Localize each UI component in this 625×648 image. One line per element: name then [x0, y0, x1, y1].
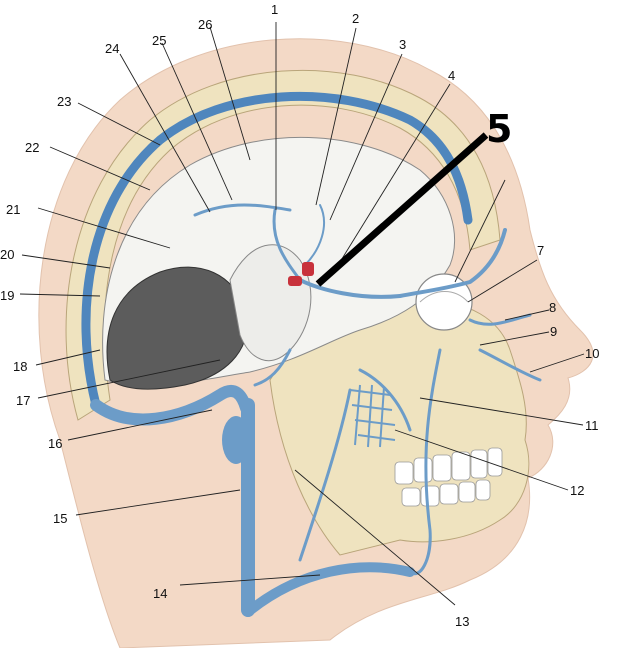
cavernous-connection: [298, 278, 402, 299]
label-17: 17: [16, 393, 30, 408]
label-8: 8: [549, 300, 556, 315]
label-2: 2: [352, 11, 359, 26]
ophthalmic-vein: [398, 228, 507, 298]
label-24: 24: [105, 41, 119, 56]
label-13: 13: [455, 614, 469, 629]
dura-band: [81, 91, 473, 410]
eyeball: [415, 273, 473, 331]
label-1: 1: [271, 2, 278, 17]
label-4: 4: [448, 68, 455, 83]
retromandibular-vein: [298, 388, 352, 562]
label-11: 11: [585, 418, 599, 433]
upper-teeth: [394, 447, 503, 485]
label-25: 25: [152, 33, 166, 48]
external-jugular-vein: [243, 562, 415, 617]
sigmoid-sinus: [90, 385, 252, 426]
facial-vein: [408, 348, 442, 576]
internal-cerebral-vein: [304, 204, 325, 266]
label-12: 12: [570, 483, 584, 498]
label-19: 19: [0, 288, 14, 303]
pterygoid-plexus: [349, 384, 396, 448]
label-14: 14: [153, 586, 167, 601]
brainstem: [229, 244, 312, 362]
label-18: 18: [13, 359, 27, 374]
pointer-line-5: [315, 132, 489, 287]
angular-vein-branch: [468, 313, 532, 326]
pterygoid-plexus-link: [358, 368, 412, 432]
inferior-petrosal-sinus: [253, 348, 292, 387]
label-23: 23: [57, 94, 71, 109]
jugular-bulb: [222, 416, 250, 464]
label-3: 3: [399, 37, 406, 52]
label-5: 5: [486, 107, 512, 151]
label-26: 26: [198, 17, 212, 32]
label-15: 15: [53, 511, 67, 526]
label-7: 7: [537, 243, 544, 258]
cavernous-sinus-marker: [288, 262, 314, 286]
label-22: 22: [25, 140, 39, 155]
leader-lines: [19, 22, 585, 606]
great-cerebral-vein: [272, 208, 302, 282]
inferior-sagittal-sinus: [193, 203, 292, 217]
label-16: 16: [48, 436, 62, 451]
venous-network: [90, 203, 542, 617]
facial-vein-branch: [478, 348, 542, 382]
label-21: 21: [6, 202, 20, 217]
label-20: 20: [0, 247, 14, 262]
label-10: 10: [585, 346, 599, 361]
label-9: 9: [550, 324, 557, 339]
eye-detail: [419, 291, 469, 303]
